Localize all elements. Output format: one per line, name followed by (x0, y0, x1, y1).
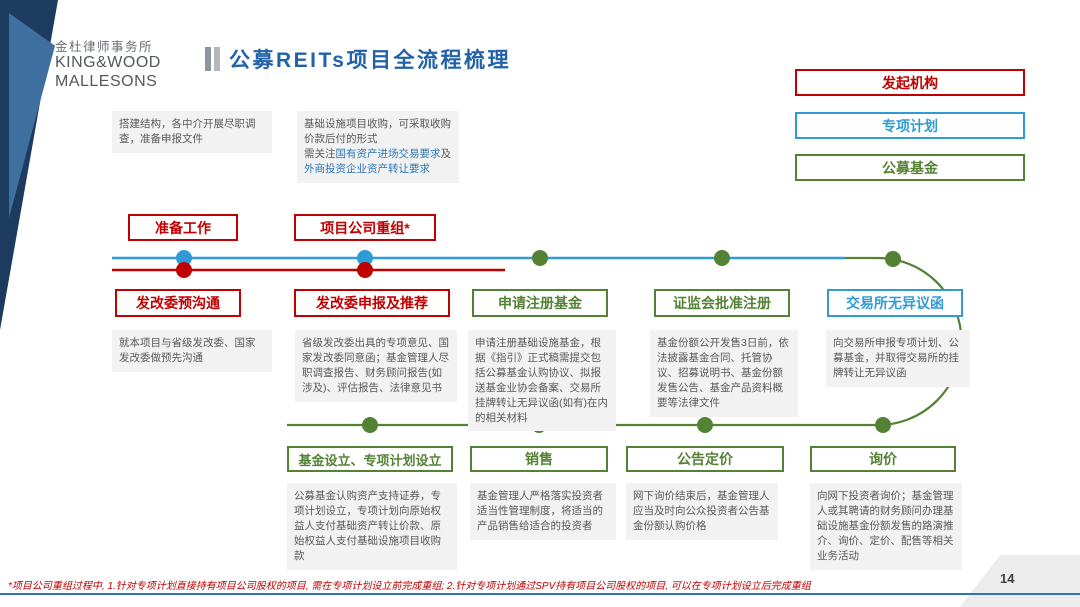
milestone-dot-sponsor-2 (357, 262, 373, 278)
desc-ndrc-precommunication-text: 就本项目与省级发改委、国家发改委做预先沟通 (119, 337, 256, 364)
stage-csrc-approval-label: 证监会批准注册 (673, 295, 771, 311)
prep-note-text: 搭建结构，各中介开展尽职调查，准备申报文件 (119, 118, 256, 145)
legend-public-fund: 公募基金 (795, 154, 1025, 181)
desc-fund-setup: 公募基金认购资产支持证券，专项计划设立，专项计划向原始权益人支付基础资产转让价款… (287, 483, 457, 570)
acquisition-note-highlight2: 外商投资企业资产转让要求 (304, 162, 430, 175)
stage-csrc-approval: 证监会批准注册 (654, 289, 790, 317)
footnote: *项目公司重组过程中, 1.针对专项计划直接持有项目公司股权的项目, 需在专项计… (8, 581, 811, 592)
desc-fund-registration: 申请注册基础设施基金，根据《指引》正式稿需提交包括公募基金认购协议、拟报送基金业… (468, 330, 616, 432)
kwm-logo: 金杜律师事务所 KING&WOOD MALLESONS (55, 40, 161, 91)
logo-chinese: 金杜律师事务所 (55, 40, 154, 54)
desc-exchange-no-objection-text: 向交易所申报专项计划、公募基金，并取得交易所的挂牌转让无异议函 (833, 337, 959, 379)
legend-public-fund-label: 公募基金 (882, 159, 938, 176)
legend-sponsor-label: 发起机构 (882, 74, 938, 91)
milestone-dot-plan-1 (176, 250, 192, 266)
acquisition-note-line1: 基础设施项目收购，可采取收购价款后付的形式 (304, 118, 451, 145)
stage-pricing-announcement-label: 公告定价 (677, 451, 733, 467)
acquisition-note-mid: 及 (440, 147, 452, 160)
page-number: 14 (1000, 571, 1015, 586)
legend-sponsor: 发起机构 (795, 69, 1025, 96)
milestone-dot-fund-register (532, 250, 548, 266)
milestone-dot-fund-inquiry (875, 417, 891, 433)
desc-csrc-approval: 基金份额公开发售3日前，依法披露基金合同、托管协议、招募说明书、基金份额发售公告… (650, 330, 798, 417)
stage-sale-label: 销售 (525, 451, 553, 467)
footer-divider (0, 593, 1080, 595)
stage-company-restructuring: 项目公司重组* (294, 214, 436, 241)
stage-exchange-no-objection-label: 交易所无异议函 (846, 295, 944, 311)
stage-inquiry-label: 询价 (869, 451, 897, 467)
desc-ndrc-filing: 省级发改委出具的专项意见、国家发改委同意函；基金管理人尽职调查报告、财务顾问报告… (295, 330, 457, 402)
stage-preparation: 准备工作 (128, 214, 238, 241)
prep-note: 搭建结构，各中介开展尽职调查，准备申报文件 (112, 111, 272, 153)
stage-company-restructuring-label: 项目公司重组* (320, 219, 410, 236)
desc-pricing-announcement: 网下询价结束后，基金管理人应当及时向公众投资者公告基金份额认购价格 (626, 483, 778, 540)
legend-special-plan: 专项计划 (795, 112, 1025, 139)
stage-ndrc-precommunication-label: 发改委预沟通 (136, 295, 220, 311)
milestone-dot-fund-exchange (885, 251, 901, 267)
footer-accent (959, 555, 1080, 607)
logo-english-line1: KING&WOOD (55, 54, 161, 72)
corner-accent-steel (9, 13, 55, 218)
milestone-dot-sponsor-1 (176, 262, 192, 278)
desc-sale: 基金管理人严格落实投资者适当性管理制度，将适当的产品销售给适合的投资者 (470, 483, 616, 540)
logo-english-line2: MALLESONS (55, 72, 158, 90)
desc-exchange-no-objection: 向交易所申报专项计划、公募基金，并取得交易所的挂牌转让无异议函 (826, 330, 970, 387)
stage-ndrc-filing: 发改委申报及推荐 (294, 289, 450, 317)
desc-pricing-announcement-text: 网下询价结束后，基金管理人应当及时向公众投资者公告基金份额认购价格 (633, 490, 770, 532)
desc-ndrc-precommunication: 就本项目与省级发改委、国家发改委做预先沟通 (112, 330, 272, 372)
page-title: 公募REITs项目全流程梳理 (229, 49, 511, 72)
legend-special-plan-label: 专项计划 (882, 117, 938, 134)
acquisition-note-highlight1: 国有资产进场交易要求 (335, 147, 441, 160)
desc-csrc-approval-text: 基金份额公开发售3日前，依法披露基金合同、托管协议、招募说明书、基金份额发售公告… (657, 337, 789, 409)
stage-sale: 销售 (470, 446, 608, 472)
acquisition-note-prefix: 需关注 (304, 147, 336, 160)
stage-preparation-label: 准备工作 (155, 219, 211, 236)
stage-ndrc-filing-label: 发改委申报及推荐 (316, 295, 428, 311)
stage-fund-setup-label: 基金设立、专项计划设立 (298, 452, 442, 468)
stage-ndrc-precommunication: 发改委预沟通 (115, 289, 241, 317)
desc-ndrc-filing-text: 省级发改委出具的专项意见、国家发改委同意函；基金管理人尽职调查报告、财务顾问报告… (302, 337, 449, 394)
stage-exchange-no-objection: 交易所无异议函 (827, 289, 963, 317)
milestone-dot-fund-setup (362, 417, 378, 433)
desc-fund-registration-text: 申请注册基础设施基金，根据《指引》正式稿需提交包括公募基金认购协议、拟报送基金业… (475, 337, 608, 424)
stage-inquiry: 询价 (810, 446, 956, 472)
milestone-dot-fund-csrc (714, 250, 730, 266)
stage-pricing-announcement: 公告定价 (626, 446, 784, 472)
title-bars-icon (205, 47, 220, 71)
title-block: 公募REITs项目全流程梳理 (205, 44, 511, 74)
stage-fund-registration-label: 申请注册基金 (498, 295, 582, 311)
desc-inquiry: 向网下投资者询价；基金管理人或其聘请的财务顾问办理基础设施基金份额发售的路演推介… (810, 483, 962, 570)
milestone-dot-fund-pricing (697, 417, 713, 433)
stage-fund-registration: 申请注册基金 (472, 289, 608, 317)
desc-sale-text: 基金管理人严格落实投资者适当性管理制度，将适当的产品销售给适合的投资者 (477, 490, 603, 532)
stage-fund-setup: 基金设立、专项计划设立 (287, 446, 453, 472)
milestone-dot-plan-2 (357, 250, 373, 266)
desc-inquiry-text: 向网下投资者询价；基金管理人或其聘请的财务顾问办理基础设施基金份额发售的路演推介… (817, 490, 954, 562)
acquisition-note: 基础设施项目收购，可采取收购价款后付的形式 需关注国有资产进场交易要求及外商投资… (297, 111, 459, 183)
desc-fund-setup-text: 公募基金认购资产支持证券，专项计划设立，专项计划向原始权益人支付基础资产转让价款… (294, 490, 441, 562)
